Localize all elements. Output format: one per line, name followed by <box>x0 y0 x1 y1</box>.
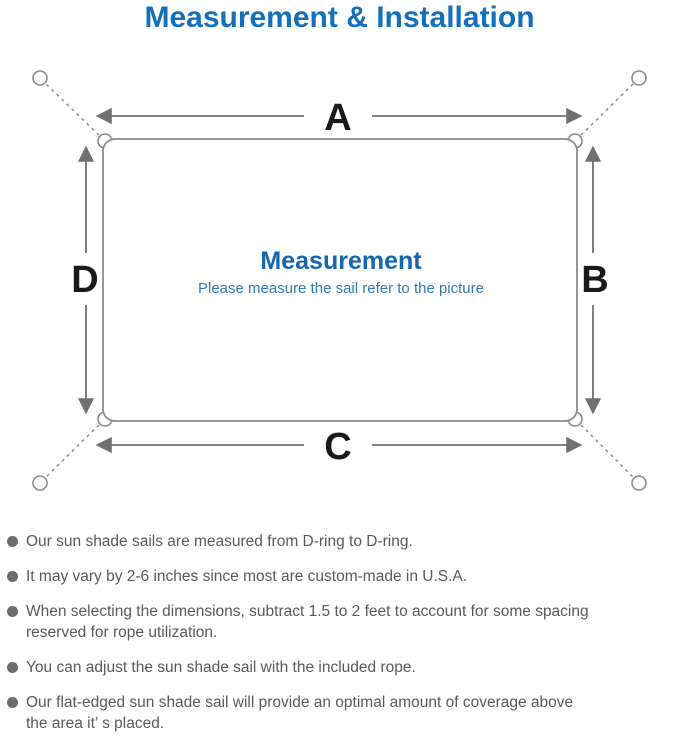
list-item: It may vary by 2-6 inches since most are… <box>7 566 675 587</box>
dimension-label-c: C <box>324 426 351 468</box>
bullet-icon <box>7 662 18 673</box>
note-text: When selecting the dimensions, subtract … <box>26 601 589 643</box>
rope-line-top-left <box>44 82 105 141</box>
dimension-label-b: B <box>581 259 608 301</box>
anchor-points <box>32 70 647 491</box>
list-item: When selecting the dimensions, subtract … <box>7 601 675 643</box>
list-item: Our flat-edged sun shade sail will provi… <box>7 692 675 734</box>
bullet-icon <box>7 697 18 708</box>
bullet-icon <box>7 606 18 617</box>
anchor-point-icon <box>32 475 48 491</box>
note-text: You can adjust the sun shade sail with t… <box>26 657 416 678</box>
list-item: Our sun shade sails are measured from D-… <box>7 531 675 552</box>
diagram-subtitle: Please measure the sail refer to the pic… <box>198 280 484 297</box>
note-line: It may vary by 2-6 inches since most are… <box>26 568 468 585</box>
bullet-icon <box>7 536 18 547</box>
page-title: Measurement & Installation <box>144 1 535 34</box>
note-line: reserved for rope utilization. <box>26 624 218 641</box>
note-line: Our flat-edged sun shade sail will provi… <box>26 694 574 711</box>
dimension-arrows <box>77 107 602 454</box>
note-text: Our sun shade sails are measured from D-… <box>26 531 413 552</box>
note-line: When selecting the dimensions, subtract … <box>26 603 589 620</box>
note-text: Our flat-edged sun shade sail will provi… <box>26 692 573 734</box>
anchor-point-icon <box>631 70 647 86</box>
anchor-point-icon <box>32 70 48 86</box>
bullet-icon <box>7 571 18 582</box>
anchor-point-icon <box>631 475 647 491</box>
diagram-heading: Measurement <box>260 247 422 275</box>
sail-outline <box>102 138 578 422</box>
measurement-diagram: A B C D Measurement Please measure the s… <box>32 70 647 491</box>
rope-line-top-right <box>575 82 635 141</box>
dimension-label-d: D <box>71 259 98 301</box>
note-line: the area it’ s placed. <box>26 715 165 732</box>
rope-line-bottom-right <box>575 419 635 479</box>
list-item: You can adjust the sun shade sail with t… <box>7 657 675 678</box>
dimension-label-a: A <box>324 97 351 139</box>
rope-line-bottom-left <box>44 419 105 479</box>
note-text: It may vary by 2-6 inches since most are… <box>26 566 467 587</box>
notes-list: Our sun shade sails are measured from D-… <box>7 531 675 748</box>
note-line: You can adjust the sun shade sail with t… <box>26 659 416 676</box>
note-line: Our sun shade sails are measured from D-… <box>26 533 413 550</box>
